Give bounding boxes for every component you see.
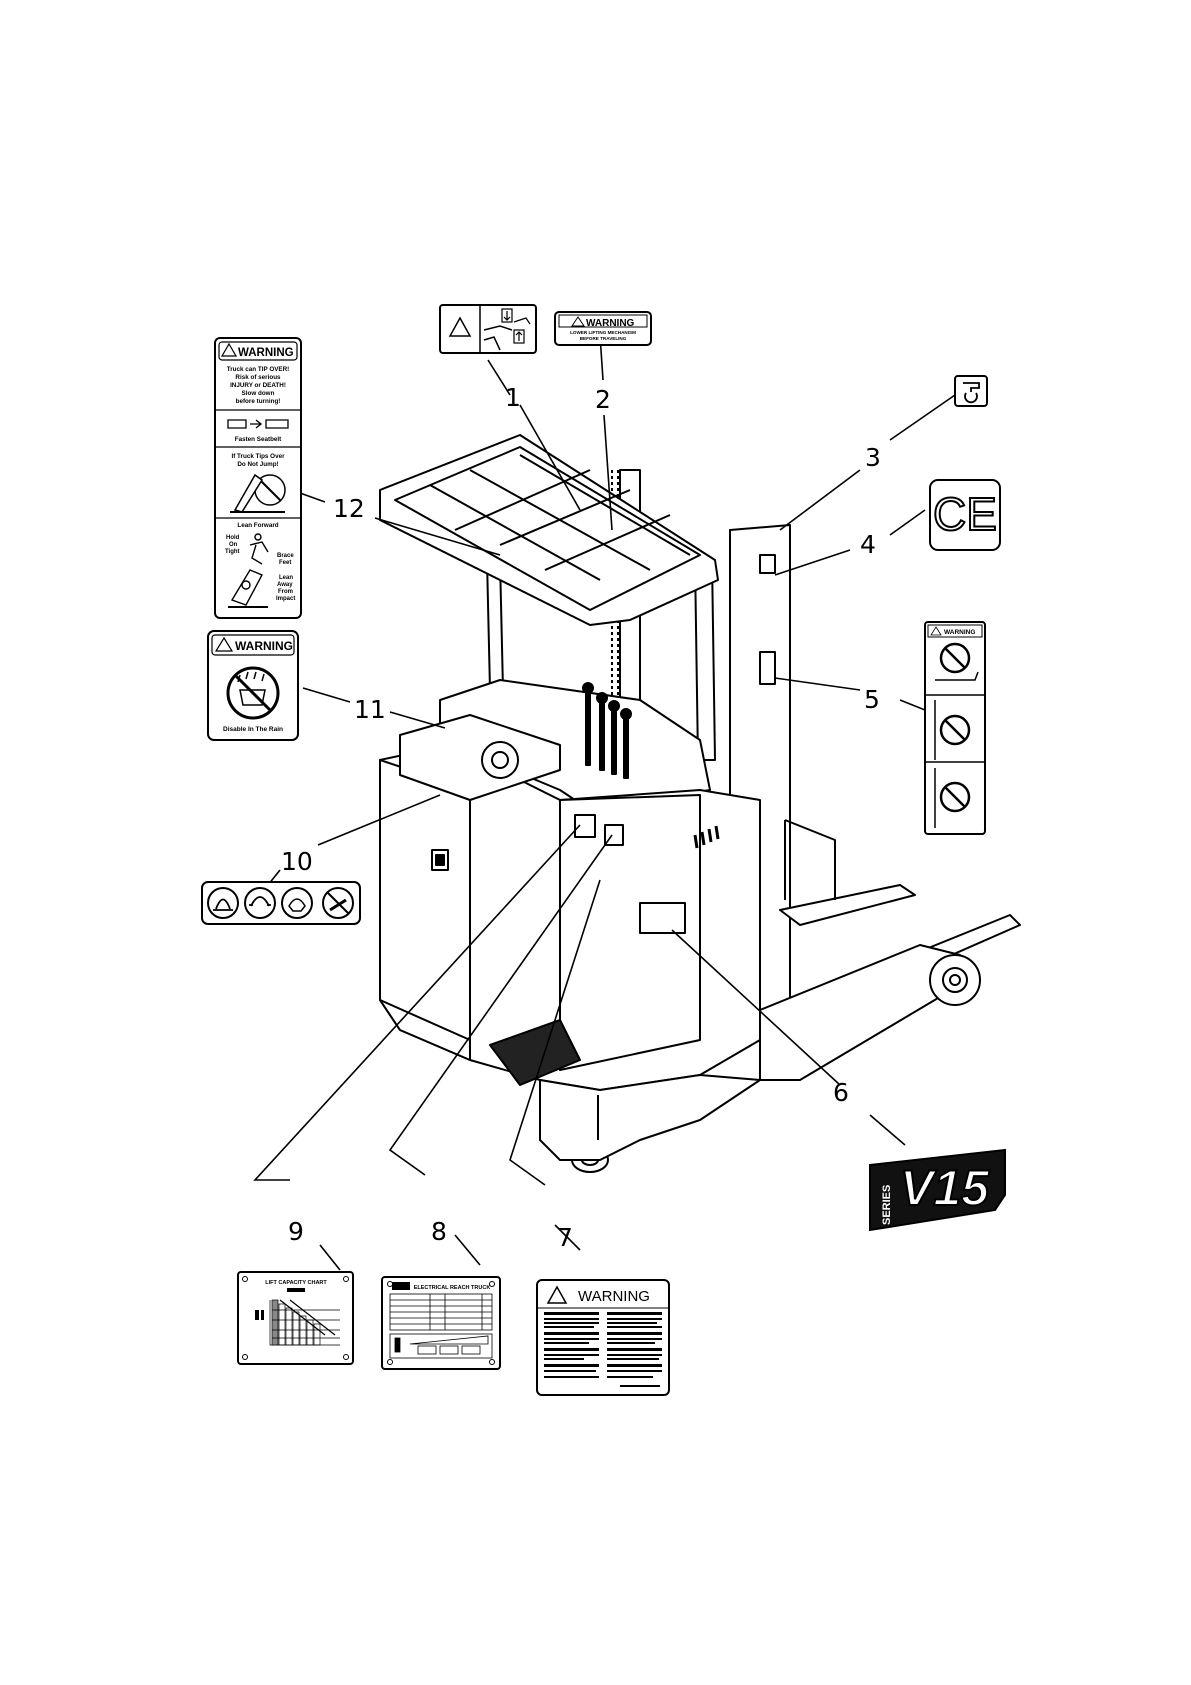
operator-compartment [559,794,701,1071]
decal-5-header: WARNING [944,629,975,636]
decal-12-away1: Lean [279,575,293,581]
warning-triangle-icon [571,316,585,327]
truck-sticker-9 [574,814,596,838]
decal-12-hold3: Tight [225,549,240,555]
hand-crush-icon [483,325,513,351]
decal-12-away3: From [278,589,293,595]
callout-8: 8 [431,1217,447,1246]
decal-2-lower-mechanism-warning: WARNING LOWER LIFTING MECHANISM BEFORE T… [554,311,652,346]
callout-numbers: 1 2 3 4 5 6 7 8 9 10 11 12 [281,383,881,1252]
truck-sticker-8 [604,824,624,846]
callout-6: 6 [833,1078,849,1107]
decal-12-line5: before turning! [236,398,281,405]
callout-12: 12 [333,494,365,523]
decal-11-caption: Disable In The Rain [223,726,283,733]
decal-3-lifting-point [954,375,988,407]
decal-11-header: WARNING [235,639,293,653]
fork-carriage [784,819,836,900]
lifting-hook-icon [963,382,980,392]
decal-12-line1: Truck can TIP OVER! [227,366,290,373]
leader-4 [774,509,926,576]
decal-2-line2: BEFORE TRAVELING [580,336,627,341]
decal-12-line2: Risk of serious [235,374,281,381]
decal-8-spec-table [389,1293,493,1359]
seatbelt-icon [227,419,289,429]
warning-triangle-icon [448,316,472,337]
ce-mark-text: CE [933,488,997,540]
decal-2-header: WARNING [586,318,635,329]
decal-8-nameplate: ELECTRICAL REACH TRUCK [381,1276,501,1370]
decal-12-away2: Away [277,582,293,588]
decal-12-away4: Impact [276,596,295,602]
warning-triangle-icon [930,626,942,636]
callout-9: 9 [288,1217,304,1246]
leader-8 [388,834,613,1266]
decal-4-ce-mark: CE [929,479,1001,551]
leader-5 [774,677,926,711]
body-vents [693,825,720,849]
decal-12-seatbelt: Fasten Seatbelt [235,436,282,443]
decal-12-hold1: Hold [226,535,240,541]
floor-plate [489,1019,581,1086]
truck-sticker-4 [759,554,776,574]
warning-triangle-icon [214,636,234,652]
decal-8-title: ELECTRICAL REACH TRUCK [414,1285,491,1291]
decal-6-series-badge: SERIES V15 [869,1148,1006,1232]
callout-3: 3 [865,443,881,472]
ear-protection-icon [244,887,276,919]
decal-12-tip1: If Truck Tips Over [231,453,285,460]
decal-12-line3: INJURY or DEATH! [230,382,286,389]
leader-3 [779,394,956,531]
truck-sticker-6 [639,902,686,934]
callout-1: 1 [505,383,521,412]
decal-5-no-standing-warning: WARNING [924,621,986,835]
hard-hat-icon [207,887,239,919]
decal-12-lean: Lean Forward [237,522,278,529]
battery-compartment [379,759,471,1061]
decal-12-header: WARNING [238,347,294,359]
decal-9-chart-grid [269,1299,340,1346]
decal-12-line4: Slow down [242,390,275,397]
callout-11: 11 [354,695,386,724]
reach-truck-illustration [379,434,1021,1173]
decal-2-line1: LOWER LIFTING MECHANISM [570,330,636,335]
leader-9 [253,824,581,1271]
decal-12-brace1: Brace [277,553,294,559]
callout-4: 4 [860,530,876,559]
fork-upper [779,884,916,926]
warning-triangle-icon [546,1285,568,1304]
leader-11 [302,687,446,729]
callout-2: 2 [595,385,611,414]
steering-console [399,714,561,801]
decal-12-tip-over-warning: WARNING Truck can TIP OVER! Risk of seri… [214,337,302,619]
leader-6 [671,929,906,1146]
series-text: SERIES [881,1185,893,1225]
decal-10-ppe-signs [201,881,361,925]
truck-sticker-5 [759,651,776,685]
callout-10: 10 [281,847,313,876]
decal-12-tip2: Do Not Jump! [237,461,278,468]
leader-1 [487,359,581,511]
do-not-jump-icon [230,473,286,513]
series-model-text: V15 [900,1160,990,1216]
callout-5: 5 [864,685,880,714]
decal-12-brace2: Feet [279,560,291,566]
decal-7-header: WARNING [578,1288,650,1305]
decal-9-capacity-chart: LIFT CAPACITY CHART [237,1271,354,1365]
decal-12-hold2: On [229,542,238,548]
decal-11-rain-warning: WARNING Disable In The Rain [207,630,299,741]
leader-12 [299,492,501,556]
callout-7: 7 [557,1223,573,1252]
rear-bumper [539,1074,761,1161]
decal-7-text-block [544,1312,662,1387]
leader-7 [509,879,601,1251]
brace-operator-icon [228,533,269,608]
hydraulic-levers [582,682,632,779]
decal-1-crush-hazard [439,304,537,354]
decal-9-title: LIFT CAPACITY CHART [265,1280,327,1286]
decal-7-general-warning: WARNING [536,1279,670,1396]
warning-triangle-icon [220,342,238,357]
overhead-guard [379,434,719,626]
